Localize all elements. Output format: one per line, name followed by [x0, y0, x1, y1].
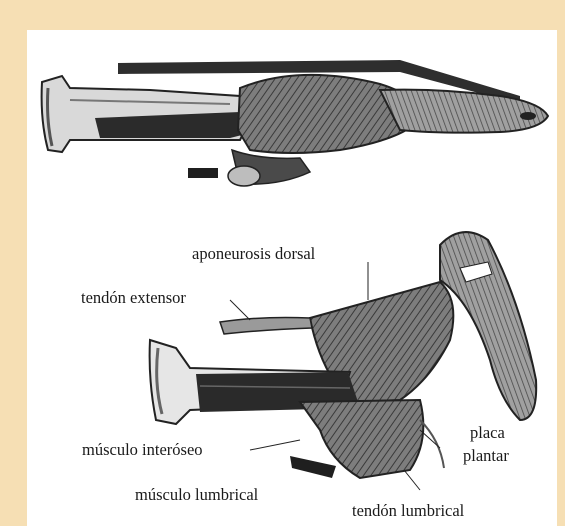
label-plantar: plantar — [463, 446, 509, 465]
label-musculo-lumbrical: músculo lumbrical — [135, 485, 259, 504]
label-aponeurosis-dorsal: aponeurosis dorsal — [192, 244, 316, 263]
label-placa: placa — [470, 423, 505, 442]
label-musculo-interoseo: músculo interóseo — [82, 440, 203, 459]
top-toe-drawing — [42, 60, 548, 186]
label-tendon-extensor: tendón extensor — [81, 288, 186, 307]
label-tendon-lumbrical: tendón lumbrical — [352, 501, 465, 520]
